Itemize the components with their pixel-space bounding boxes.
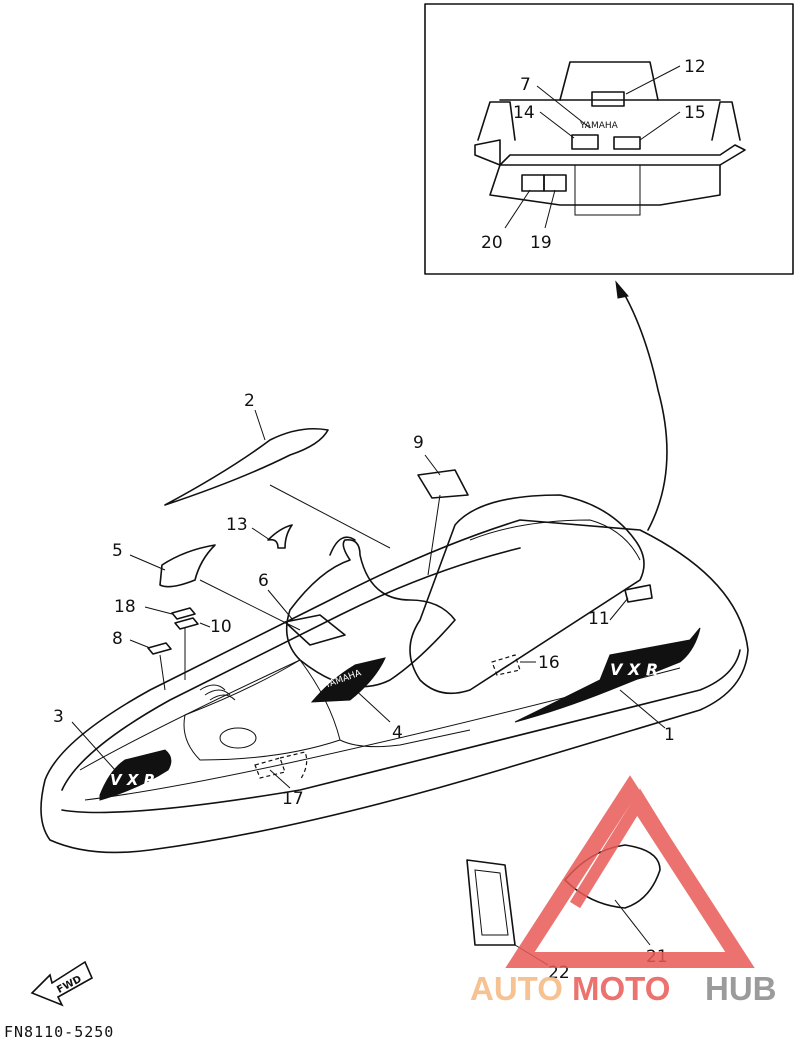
callout-11: 11 xyxy=(588,609,610,629)
inset-rear-view: YAMAHA 12 7 14 15 20 19 xyxy=(424,3,794,275)
decal-11 xyxy=(624,584,653,603)
decal-5 xyxy=(159,544,216,588)
callout-15: 15 xyxy=(684,103,706,123)
decal-9 xyxy=(417,469,469,499)
watermark-logo: AUTO MOTO HUB xyxy=(470,775,777,1007)
callout-6: 6 xyxy=(258,571,269,591)
callout-4: 4 xyxy=(392,723,403,743)
decal-6 xyxy=(284,614,346,646)
reference-arrow xyxy=(621,289,668,531)
decals: YAMAHA V X R V X R xyxy=(99,427,701,946)
callout-13: 13 xyxy=(226,515,248,535)
inset-yamaha-text: YAMAHA xyxy=(579,121,619,131)
inset-frame xyxy=(424,3,794,275)
callout-10: 10 xyxy=(210,617,232,637)
decal-1 xyxy=(514,627,701,723)
fwd-indicator: FWD xyxy=(30,960,94,1007)
callout-8: 8 xyxy=(112,629,123,649)
decal-16 xyxy=(491,654,521,676)
callout-3: 3 xyxy=(53,707,64,727)
fwd-arrow-icon xyxy=(30,960,94,1007)
callout-9: 9 xyxy=(413,433,424,453)
callout-1: 1 xyxy=(664,725,675,745)
decal-4 xyxy=(310,657,386,703)
watermark-text-moto: MOTO xyxy=(572,970,670,1007)
callout-19: 19 xyxy=(530,233,552,253)
watermark-inner-triangle-icon xyxy=(569,788,711,909)
callout-17: 17 xyxy=(282,789,304,809)
decal-10 xyxy=(174,617,199,630)
watermark-text-auto: AUTO xyxy=(470,970,563,1007)
reference-arrow-head xyxy=(615,280,629,299)
decal-13 xyxy=(267,524,293,549)
decal-3 xyxy=(99,749,172,801)
callout-16: 16 xyxy=(538,653,560,673)
callout-7: 7 xyxy=(520,75,531,95)
diagram-code: FN8110-5250 xyxy=(4,1023,114,1041)
callout-5: 5 xyxy=(112,541,123,561)
decal-17 xyxy=(254,757,286,779)
decal-18 xyxy=(171,607,196,620)
callout-12: 12 xyxy=(684,57,706,77)
decal-2 xyxy=(164,427,329,506)
decal-8 xyxy=(147,642,172,655)
callout-20: 20 xyxy=(481,233,503,253)
callout-14: 14 xyxy=(513,103,535,123)
callout-2: 2 xyxy=(244,391,255,411)
callout-18: 18 xyxy=(114,597,136,617)
decal-3-vxr-text: V X R xyxy=(110,771,155,789)
watermark-text-hub: HUB xyxy=(705,970,777,1007)
decal-1-vxr-text: V X R xyxy=(610,660,658,679)
